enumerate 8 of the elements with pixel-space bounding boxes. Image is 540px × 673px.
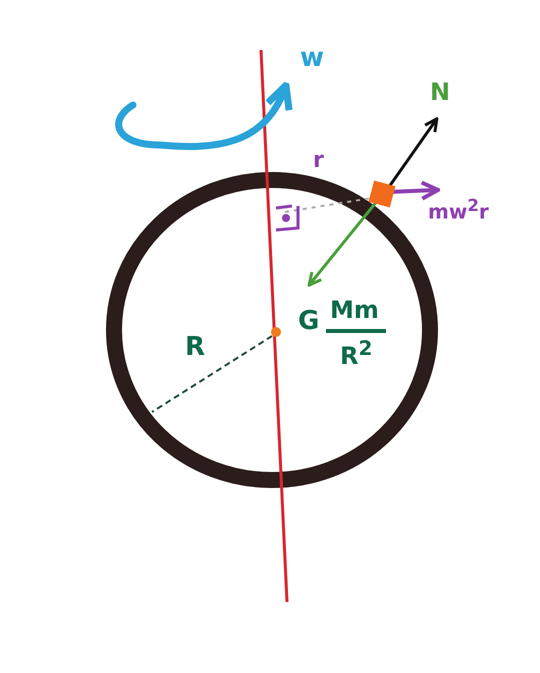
formula-label: R$^{2}$ [340,338,372,368]
formula-label: G [298,308,320,334]
variable-label: w [300,45,324,71]
variable-label: N [430,80,450,104]
formula-label: Mm [330,298,379,322]
formula-label: mw$^{2}$r [428,198,489,222]
variable-label: r [313,150,324,172]
variable-label: R [185,334,206,360]
